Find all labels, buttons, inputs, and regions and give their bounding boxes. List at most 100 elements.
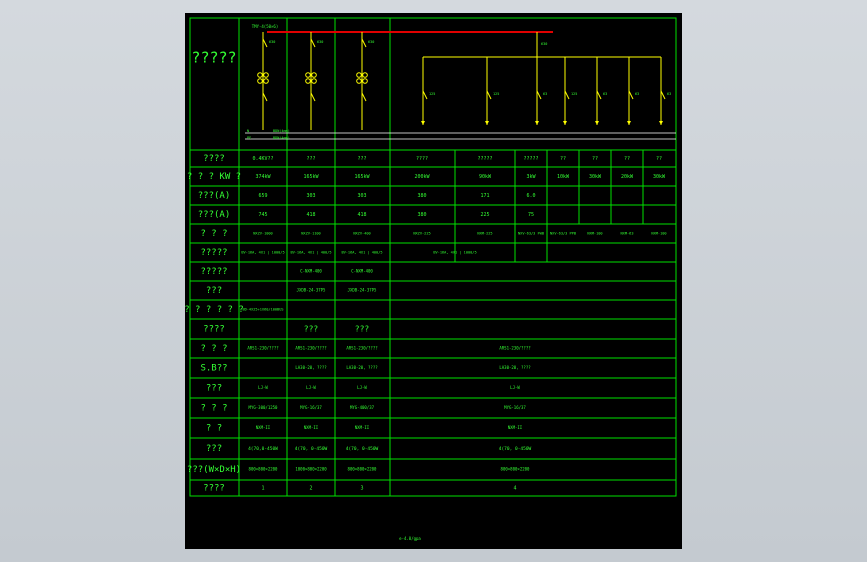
cell-value: ??	[592, 156, 598, 162]
cell-value: LJ-W	[510, 385, 520, 390]
cell-value: NXM-II	[256, 425, 271, 430]
row-label: ???(W×D×H)	[187, 465, 241, 475]
cell-value: 800×800×2200	[249, 467, 278, 472]
cell-value: 0.4KV??	[252, 156, 273, 162]
ct-icon	[305, 78, 311, 84]
cell-value: MYG-16/37	[300, 405, 322, 410]
row-label: ???	[206, 286, 222, 296]
row-label: ????	[203, 325, 225, 335]
cell-value: LJ-W	[258, 385, 268, 390]
breaker-icon	[660, 90, 666, 100]
cell-value: 165kW	[354, 174, 370, 180]
arrow-icon	[535, 121, 539, 125]
table-grid	[189, 17, 677, 497]
cell-value: C-NXM-400	[351, 269, 373, 274]
table-labels: ????? ? ? KW ????(A)???(A)? ? ??????????…	[185, 49, 667, 542]
ct-icon	[257, 72, 263, 78]
busbar-label: TMY-4(50×6)	[252, 24, 279, 29]
cell-value: NXM-225	[477, 232, 492, 236]
breaker-label: 125	[493, 92, 499, 96]
cell-value: NXM-100	[587, 232, 602, 236]
cell-value: BV-16A, 4X1 | 1000/5	[433, 251, 476, 255]
cell-value: ???	[355, 325, 370, 334]
cell-value: 1000×800×2200	[295, 467, 327, 472]
cell-value: ???	[306, 156, 315, 162]
cell-value: LJ-W	[357, 385, 367, 390]
cell-value: BV-16A, 4X1 | 1000/5	[241, 251, 284, 255]
breaker-icon	[564, 90, 570, 100]
cell-value: ARS1-230/????	[247, 346, 279, 351]
cell-value: 380	[417, 193, 426, 199]
n-label-suffix: BDN(4mm)	[273, 129, 290, 133]
cell-value: ?????	[523, 156, 538, 162]
arrow-icon	[595, 121, 599, 125]
cell-value: 303	[306, 193, 315, 199]
cell-value: 1	[261, 486, 264, 492]
breaker-icon	[361, 38, 367, 48]
cell-value: 10kW	[557, 174, 570, 180]
row-label: ?????	[200, 248, 227, 258]
cell-value: ???	[357, 156, 366, 162]
cell-value: 4	[513, 486, 516, 492]
breaker-label: 63	[603, 92, 607, 96]
ct-icon	[257, 78, 263, 84]
breaker-label: 125	[429, 92, 435, 96]
cell-value: NXV-63/3 FWB	[518, 232, 544, 236]
cell-value: NXM-100	[651, 232, 666, 236]
cell-value: BV-16A, 4X1 | 400/5	[290, 251, 331, 255]
cell-value: 165kW	[303, 174, 319, 180]
cell-value: ????	[416, 156, 428, 162]
cell-value: NXZV-1000	[253, 232, 272, 236]
arrow-icon	[485, 121, 489, 125]
cell-value: BV-16A, 4X1 | 400/5	[341, 251, 382, 255]
cell-value: NXZV-400	[353, 232, 370, 236]
cell-value: 745	[258, 212, 267, 218]
cell-value: ??	[624, 156, 630, 162]
cell-value: ARS1-230/????	[346, 346, 378, 351]
row-label: ???	[206, 384, 222, 394]
cell-value: 4(70,0-450W	[248, 446, 278, 452]
cell-value: 75	[528, 212, 534, 218]
breaker-icon	[422, 90, 428, 100]
breaker-icon	[486, 90, 492, 100]
arrow-icon	[627, 121, 631, 125]
breaker-icon	[361, 92, 367, 102]
cell-value: 4(70, 0-450W	[295, 446, 328, 452]
cell-value: 4(70, 0-450W	[346, 446, 379, 452]
row-label: ???(A)	[198, 210, 231, 220]
cell-value: 418	[306, 212, 315, 218]
row-label: S.B??	[200, 364, 227, 374]
ct-icon	[311, 78, 317, 84]
row-label: ???(A)	[198, 191, 231, 201]
cell-value: 380	[417, 212, 426, 218]
breaker-icon	[262, 92, 268, 102]
cell-value: NXM-II	[355, 425, 370, 430]
row-label: ????	[203, 154, 225, 164]
breaker-icon	[310, 92, 316, 102]
cell-value: MYG-16/37	[504, 405, 526, 410]
breaker-icon	[628, 90, 634, 100]
cell-value: 20kW	[621, 174, 634, 180]
row-label: ? ? ?	[200, 229, 227, 239]
cell-value: 659	[258, 193, 267, 199]
cell-value: NXM-63	[621, 232, 634, 236]
ct-icon	[362, 72, 368, 78]
cell-value: NXM-II	[304, 425, 319, 430]
breaker-icon	[310, 38, 316, 48]
ct-icon	[362, 78, 368, 84]
breaker-icon	[596, 90, 602, 100]
row-label: ? ?	[206, 424, 222, 434]
pe-label-suffix: BDN(4mm)	[273, 136, 290, 140]
ct-icon	[263, 78, 269, 84]
cell-value: 225	[480, 212, 489, 218]
cell-value: MYG-400/37	[350, 405, 375, 410]
cell-value: ??	[656, 156, 662, 162]
ct-icon	[305, 72, 311, 78]
row-label: ? ? ?	[200, 404, 227, 414]
cell-value: 3kW	[526, 174, 536, 180]
cell-value: LA30-20, ????	[499, 365, 531, 370]
breaker-icon	[262, 38, 268, 48]
